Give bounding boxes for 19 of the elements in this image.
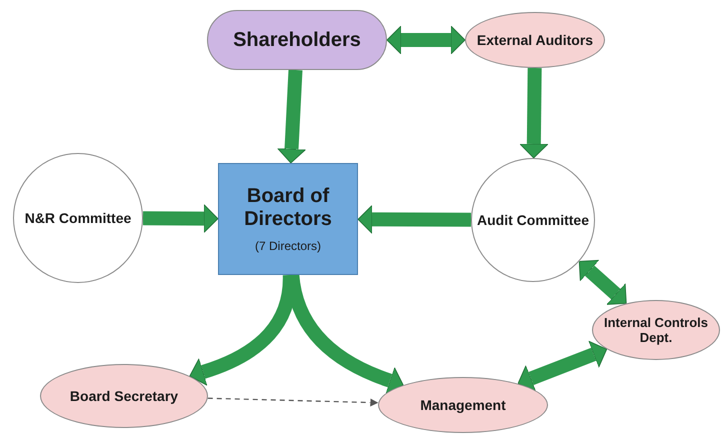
node-label: Management	[420, 397, 506, 413]
block-arrow	[142, 204, 218, 233]
node-label: Board Secretary	[70, 388, 178, 404]
block-arrow	[386, 26, 466, 54]
node-label: Internal Controls Dept.	[602, 315, 709, 345]
block-arrow	[518, 340, 608, 392]
node-label: External Auditors	[476, 32, 594, 48]
block-arrow	[277, 70, 306, 164]
node-label: Board of Directors	[243, 185, 333, 231]
dashed-arrow	[208, 398, 378, 407]
rectangle-node	[218, 163, 358, 275]
node-label: Audit Committee	[477, 212, 589, 228]
node-label: N&R Committee	[24, 210, 132, 226]
ellipse-node	[592, 300, 720, 360]
node-subtitle: (7 Directors)	[254, 239, 321, 253]
block-arrow	[519, 68, 548, 158]
block-arrow	[358, 204, 472, 234]
block-arrow	[578, 260, 627, 305]
node-label: Shareholders	[233, 28, 361, 52]
